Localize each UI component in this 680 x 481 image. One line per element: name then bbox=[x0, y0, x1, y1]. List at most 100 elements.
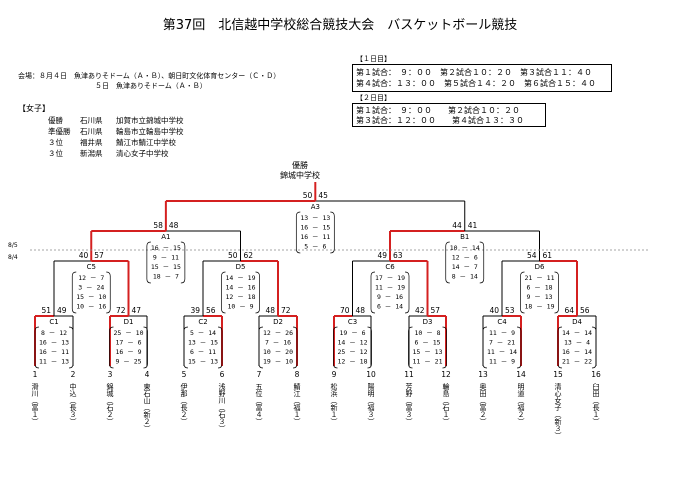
team-name: 東石山（新２） bbox=[143, 383, 151, 432]
game-label: C3 bbox=[348, 318, 357, 326]
quarter-score: 8 － 12 bbox=[41, 329, 67, 337]
girls-heading: 【女子】 bbox=[18, 104, 50, 113]
game-score-right: 62 bbox=[244, 251, 254, 260]
winner-label: 優勝 bbox=[292, 161, 308, 170]
quarter-score: 12 － 26 bbox=[263, 329, 293, 337]
game-score-right: 63 bbox=[393, 251, 403, 260]
team-school: 伊那 bbox=[180, 383, 188, 397]
quarter-score: 7 － 21 bbox=[489, 339, 515, 347]
quarter-bracket-right bbox=[516, 326, 522, 369]
team-number: 16 bbox=[591, 370, 601, 379]
team-name: 五位（富４） bbox=[255, 383, 263, 425]
quarter-score: 14 － 16 bbox=[226, 284, 256, 292]
quarter-score: 15 － 13 bbox=[413, 348, 443, 356]
quarter-score: 16 － 15 bbox=[300, 224, 330, 232]
schedule-day1-box: 第１試合： ９：００ 第２試合１０：２０ 第３試合１１：４０ 第４試合：１３：０… bbox=[352, 64, 612, 92]
game-score-right: 61 bbox=[543, 251, 553, 260]
result-school: 清心女子中学校 bbox=[116, 149, 169, 158]
quarter-bracket-right bbox=[217, 326, 223, 369]
winner-school: 錦城中学校 bbox=[280, 171, 320, 180]
quarter-score: 3 － 24 bbox=[78, 284, 104, 292]
team-pref: （新１） bbox=[330, 397, 338, 425]
quarter-score: 13 － 4 bbox=[564, 339, 590, 347]
game-score-left: 70 bbox=[340, 306, 350, 315]
team-school: 中込 bbox=[69, 383, 77, 397]
result-place: ３位 bbox=[48, 149, 63, 158]
game-score-left: 58 bbox=[153, 221, 163, 230]
venue-line-1: 会場：８月４日 魚津ありそドーム（Ａ・Ｂ）、朝日町文化体育センター（Ｃ・Ｄ） bbox=[18, 72, 281, 80]
quarter-score: 12 － 18 bbox=[226, 293, 256, 301]
quarter-score: 5 － 6 bbox=[304, 243, 326, 251]
team-name: 滑川（富１） bbox=[31, 383, 39, 425]
quarter-score: 14 － 7 bbox=[452, 263, 478, 271]
result-pref: 福井県 bbox=[80, 138, 103, 147]
team-number: 9 bbox=[332, 370, 337, 379]
quarter-bracket-left bbox=[482, 326, 488, 369]
schedule-day2-box: 第１試合： ９：００ 第２試合１０：２０ 第３試合：１２：００ 第４試合１３：３… bbox=[352, 103, 546, 127]
quarter-bracket-right bbox=[442, 326, 447, 369]
result-place: 準優勝 bbox=[48, 127, 71, 136]
team-school: 芳野 bbox=[405, 383, 413, 397]
page-title: 第37回 北信越中学校総合競技大会 バスケットボール競技 bbox=[162, 18, 518, 33]
game-label: C1 bbox=[49, 318, 58, 326]
game-label: C6 bbox=[385, 263, 395, 271]
quarter-score: 11 － 13 bbox=[39, 358, 69, 366]
quarter-bracket-right bbox=[143, 326, 148, 369]
quarter-score: 6 － 18 bbox=[526, 284, 552, 292]
quarter-score: 16 － 15 bbox=[151, 244, 181, 252]
game-score-left: 49 bbox=[377, 251, 387, 260]
game-score-left: 50 bbox=[228, 251, 238, 260]
venue-line-2: ５日 魚津ありそドーム（Ａ・Ｂ） bbox=[95, 82, 207, 90]
quarter-bracket-right bbox=[180, 241, 186, 284]
game-score-right: 47 bbox=[132, 306, 142, 315]
game-score-right: 45 bbox=[318, 191, 328, 200]
team-pref: （富３） bbox=[405, 397, 413, 425]
team-pref: （新２） bbox=[143, 404, 151, 432]
game-score-left: 72 bbox=[116, 306, 126, 315]
quarter-score: 16 － 11 bbox=[300, 233, 330, 241]
quarter-score: 15 － 13 bbox=[188, 358, 218, 366]
quarter-bracket-right bbox=[554, 271, 559, 314]
quarter-score: 16 － 13 bbox=[39, 339, 69, 347]
team-number: 5 bbox=[182, 370, 187, 379]
quarter-bracket-left bbox=[258, 326, 264, 369]
quarter-score: 7 － 16 bbox=[265, 339, 291, 347]
game-score-right: 49 bbox=[57, 306, 67, 315]
game-score-right: 53 bbox=[505, 306, 515, 315]
quarter-score: 16 － 14 bbox=[562, 348, 592, 356]
game-score-left: 44 bbox=[452, 221, 462, 230]
team-number: 8 bbox=[295, 370, 300, 379]
team-number: 11 bbox=[404, 370, 414, 379]
quarter-score: 15 － 10 bbox=[76, 293, 106, 301]
team-pref: （石１） bbox=[442, 397, 450, 425]
quarter-score: 14 － 19 bbox=[226, 274, 256, 282]
team-number: 2 bbox=[71, 370, 76, 379]
schedule-day2-row: 第３試合：１２：００ 第４試合１３：３０ bbox=[356, 116, 524, 125]
game-score-left: 48 bbox=[265, 306, 275, 315]
quarter-bracket-left bbox=[109, 326, 114, 369]
game-label: D2 bbox=[273, 318, 283, 326]
team-school: 松浜 bbox=[330, 383, 338, 397]
quarter-score: 18 － 7 bbox=[153, 273, 179, 281]
quarter-score: 12 － 7 bbox=[78, 274, 104, 282]
quarter-score: 19 － 10 bbox=[263, 358, 293, 366]
team-number: 6 bbox=[220, 370, 225, 379]
team-school: 奥田 bbox=[479, 383, 487, 397]
team-pref: （富４） bbox=[255, 397, 263, 425]
game-score-right: 41 bbox=[468, 221, 478, 230]
team-school: 陽明 bbox=[367, 383, 375, 397]
schedule-day1-label: 【１日目】 bbox=[356, 55, 391, 63]
game-score-left: 42 bbox=[415, 306, 425, 315]
game-label: C5 bbox=[87, 263, 96, 271]
game-score-left: 51 bbox=[41, 306, 51, 315]
team-school: 浅野川 bbox=[218, 383, 226, 404]
result-school: 加賀市立錦城中学校 bbox=[116, 116, 184, 125]
team-pref: （石３） bbox=[218, 404, 226, 432]
quarter-score: 11 － 9 bbox=[489, 329, 515, 337]
quarter-bracket-left bbox=[183, 326, 189, 369]
quarter-score: 18 － 19 bbox=[525, 303, 555, 311]
quarter-score: 25 － 12 bbox=[338, 348, 368, 356]
quarter-score: 9 － 13 bbox=[526, 293, 552, 301]
schedule-day2-row: 第１試合： ９：００ 第２試合１０：２０ bbox=[356, 106, 520, 115]
team-name: 松浜（新１） bbox=[330, 383, 338, 425]
